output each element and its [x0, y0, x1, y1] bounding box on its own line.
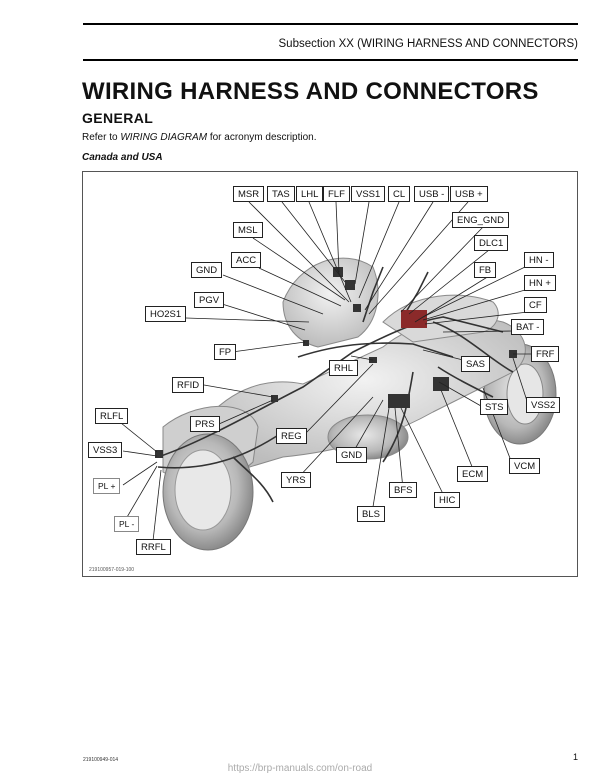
label-cf: CF: [524, 297, 547, 313]
label-pl-minus: PL -: [114, 516, 140, 532]
label-hn-minus: HN -: [524, 252, 554, 268]
label-hn-plus: HN +: [524, 275, 556, 291]
region-caption: Canada and USA: [82, 152, 163, 163]
label-tas: TAS: [267, 186, 295, 202]
label-msl: MSL: [233, 222, 263, 238]
label-yrs: YRS: [281, 472, 311, 488]
header-bottom-rule: [83, 59, 578, 61]
label-lhl: LHL: [296, 186, 324, 202]
label-dlc1: DLC1: [474, 235, 509, 251]
label-pl-plus: PL +: [93, 478, 121, 494]
wiring-harness-figure: MSR TAS LHL FLF VSS1 CL USB - USB + ENG_…: [82, 171, 578, 577]
label-vcm: VCM: [509, 458, 541, 474]
page-title: WIRING HARNESS AND CONNECTORS: [82, 78, 539, 105]
wiring-diagram-link[interactable]: WIRING DIAGRAM: [120, 132, 208, 143]
label-frf: FRF: [531, 346, 560, 362]
label-gnd-top: GND: [191, 262, 223, 278]
label-bls: BLS: [357, 506, 385, 522]
refer-suffix: for acronym description.: [209, 132, 317, 143]
label-sts: STS: [480, 399, 509, 415]
label-rrfl: RRFL: [136, 539, 171, 555]
leader-lines: [120, 201, 555, 542]
label-gnd-mid: GND: [336, 447, 368, 463]
vehicle-illustration: [120, 201, 557, 551]
label-prs: PRS: [190, 416, 220, 432]
label-eng-gnd: ENG_GND: [452, 212, 509, 228]
label-usb-plus: USB +: [450, 186, 488, 202]
document-code: 219100949-014: [83, 757, 119, 763]
section-heading: GENERAL: [82, 110, 154, 126]
label-reg: REG: [276, 428, 307, 444]
label-vss3: VSS3: [88, 442, 123, 458]
label-fp: FP: [214, 344, 237, 360]
refer-text: Refer to WIRING DIAGRAM for acronym desc…: [82, 132, 317, 143]
label-msr: MSR: [233, 186, 265, 202]
label-rhl: RHL: [329, 360, 359, 376]
label-fb: FB: [474, 262, 497, 278]
label-flf: FLF: [323, 186, 350, 202]
subsection-header: Subsection XX (WIRING HARNESS AND CONNEC…: [278, 38, 579, 50]
label-pgv: PGV: [194, 292, 225, 308]
label-ho2s1: HO2S1: [145, 306, 187, 322]
label-sas: SAS: [461, 356, 491, 372]
label-hic: HIC: [434, 492, 461, 508]
label-usb-minus: USB -: [414, 186, 450, 202]
refer-prefix: Refer to: [82, 132, 118, 143]
label-acc: ACC: [231, 252, 262, 268]
harness-wires: [157, 266, 514, 503]
label-bat-minus: BAT -: [511, 319, 545, 335]
label-rfid: RFID: [172, 377, 205, 393]
header-top-rule: [83, 23, 578, 25]
label-vss2: VSS2: [526, 397, 561, 413]
label-rlfl: RLFL: [95, 408, 129, 424]
label-ecm: ECM: [457, 466, 489, 482]
upper-fairing: [282, 257, 379, 348]
label-bfs: BFS: [389, 482, 418, 498]
front-left-wheel: [162, 405, 259, 551]
page-number: 1: [572, 752, 578, 762]
figure-code: 219100957-019-100: [89, 567, 135, 573]
label-vss1: VSS1: [351, 186, 386, 202]
label-cl: CL: [388, 186, 411, 202]
watermark-url[interactable]: https://brp-manuals.com/on-road: [227, 763, 373, 774]
